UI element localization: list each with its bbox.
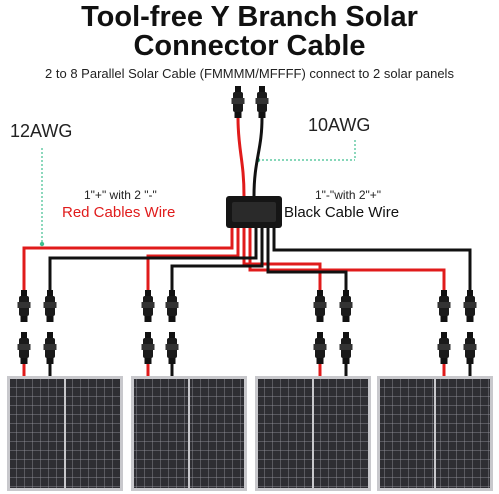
red-wire-label: Red Cables Wire — [62, 204, 176, 221]
black-branch-wires — [48, 228, 472, 294]
solar-panel-4 — [377, 376, 493, 491]
callout-12awg — [39, 148, 45, 247]
callout-10awg — [255, 140, 356, 163]
red-branch-wires — [22, 228, 446, 294]
panel-connectors — [17, 332, 477, 364]
black-wire-description: 1"-"with 2"+" — [315, 188, 382, 202]
y-branch-hub — [226, 196, 282, 228]
main-connector-pair — [231, 86, 269, 197]
solar-panel-2 — [131, 376, 247, 491]
solar-panel-1 — [7, 376, 123, 491]
panel-leads — [22, 364, 472, 378]
black-wire-label: Black Cable Wire — [284, 204, 400, 221]
subtitle: 2 to 8 Parallel Solar Cable (FMMMM/MFFFF… — [45, 66, 454, 81]
branch-connectors — [17, 290, 477, 322]
title-line-2: Connector Cable — [133, 30, 366, 62]
red-wire-description: 1"+" with 2 "-" — [84, 188, 157, 202]
label-12awg: 12AWG — [10, 121, 73, 141]
title-line-1: Tool-free Y Branch Solar — [81, 1, 418, 33]
label-10awg: 10AWG — [308, 115, 371, 135]
solar-panel-3 — [255, 376, 371, 491]
